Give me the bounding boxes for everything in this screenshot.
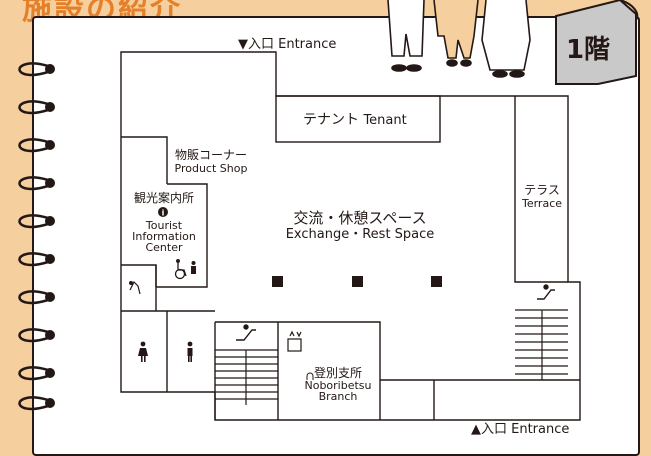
- baby-care-icon: [129, 280, 141, 295]
- tenant-label-en: Tenant: [363, 113, 407, 128]
- product-shop-en: Product Shop: [174, 162, 248, 175]
- pillar: [431, 276, 442, 287]
- branch-en-1: Noboribetsu: [304, 379, 372, 392]
- entrance-bottom-label: ▲入口 Entrance: [471, 422, 570, 437]
- tourist-info-en-2: Information: [132, 230, 196, 243]
- tenant-label: テナント Tenant: [303, 112, 407, 129]
- escalator-icon: [236, 324, 256, 341]
- exchange-space-jp: 交流・休憩スペース: [293, 209, 427, 227]
- womens-restroom-icon: [138, 341, 148, 362]
- floor-badge-label: 1階: [565, 35, 611, 65]
- pillar: [352, 276, 363, 287]
- tourist-info-en-1: Tourist: [145, 219, 183, 232]
- tourist-info-en-3: Center: [145, 241, 183, 254]
- product-shop-label: 物販コーナー Product Shop: [170, 148, 252, 176]
- map-sheet: [32, 16, 640, 456]
- entrance-top-label: ▼入口 Entrance: [238, 37, 337, 52]
- branch-en-2: Branch: [318, 390, 358, 403]
- terrace-en: Terrace: [521, 197, 563, 210]
- stairs-right: [515, 309, 568, 380]
- mens-restroom-icon: [187, 341, 193, 362]
- terrace-label: テラス Terrace: [517, 183, 567, 211]
- svg-text:i: i: [162, 209, 165, 218]
- terrace-jp: テラス: [524, 183, 560, 197]
- tourist-info-label: 観光案内所 Tourist Information Center: [124, 191, 204, 254]
- exchange-space-en: Exchange・Rest Space: [285, 227, 435, 242]
- baby-icon: [191, 261, 196, 274]
- city-office-icon: [306, 372, 314, 380]
- tourist-info-jp: 観光案内所: [133, 191, 194, 205]
- spiral-binding: [18, 62, 49, 411]
- product-shop-jp: 物販コーナー: [174, 148, 247, 162]
- family-illustration: [387, 0, 531, 78]
- branch-label: 登別支所 Noboribetsu Branch: [296, 366, 380, 403]
- elevator-icon: [287, 330, 302, 352]
- branch-jp: 登別支所: [313, 366, 362, 380]
- escalator-icon: [537, 284, 555, 300]
- tenant-label-jp: テナント: [303, 112, 359, 128]
- pillar: [272, 276, 283, 287]
- info-icon: i: [158, 207, 168, 218]
- exchange-space-label: 交流・休憩スペース Exchange・Rest Space: [270, 209, 450, 243]
- wheelchair-icon: [174, 259, 187, 280]
- stairs-left: [215, 349, 278, 405]
- floor-badge: [555, 0, 639, 85]
